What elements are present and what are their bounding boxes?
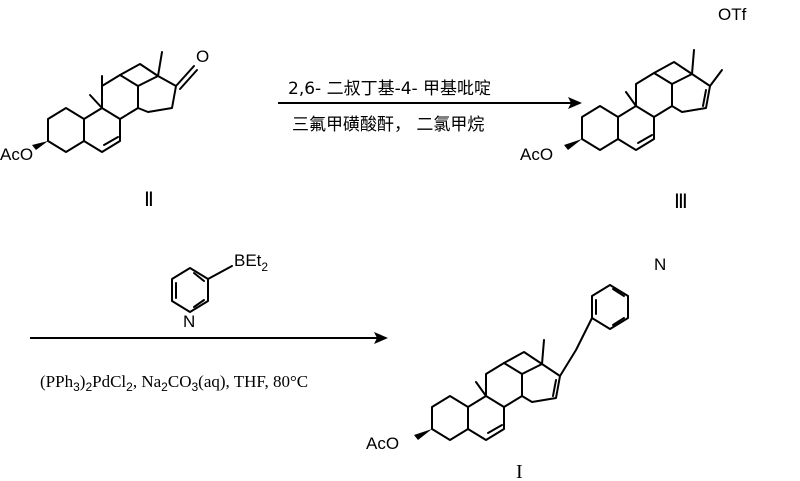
compound-III-acetate-group: AcO (520, 145, 553, 164)
compound-II-acetate-group: AcO (0, 145, 33, 164)
step1-base-reagent: 2,6- 二叔丁基-4- 甲基吡啶 (288, 79, 491, 99)
compound-I-label: I (516, 461, 523, 481)
compound-I-structure (414, 284, 629, 441)
compound-III: OTf AcO Ⅲ (520, 5, 747, 213)
compound-III-label: Ⅲ (674, 191, 688, 213)
borane-reagent: N BEt2 (171, 251, 268, 331)
pyridine-nitrogen: N (183, 312, 195, 331)
compound-II-label: Ⅱ (144, 189, 154, 211)
compound-III-triflate-group: OTf (718, 5, 747, 24)
reaction-arrow-1 (278, 97, 582, 109)
compound-I-acetate-group: AcO (366, 434, 399, 453)
compound-III-structure (564, 49, 723, 151)
compound-I-pyridine-nitrogen: N (654, 255, 666, 274)
step1-anhydride-solvent: 三氟甲磺酸酐， 二氯甲烷 (292, 115, 484, 135)
compound-II-carbonyl-oxygen: O (196, 47, 209, 66)
diethylborane-group: BEt2 (234, 251, 268, 274)
step2-conditions: (PPh3)2PdCl2, Na2CO3(aq), THF, 80°C (40, 372, 308, 394)
pyridine-ring (171, 265, 233, 313)
compound-II-structure (32, 51, 198, 153)
reaction-arrow-2 (30, 332, 388, 344)
compound-II: O AcO Ⅱ (0, 47, 209, 211)
compound-I: N AcO I (366, 255, 666, 481)
